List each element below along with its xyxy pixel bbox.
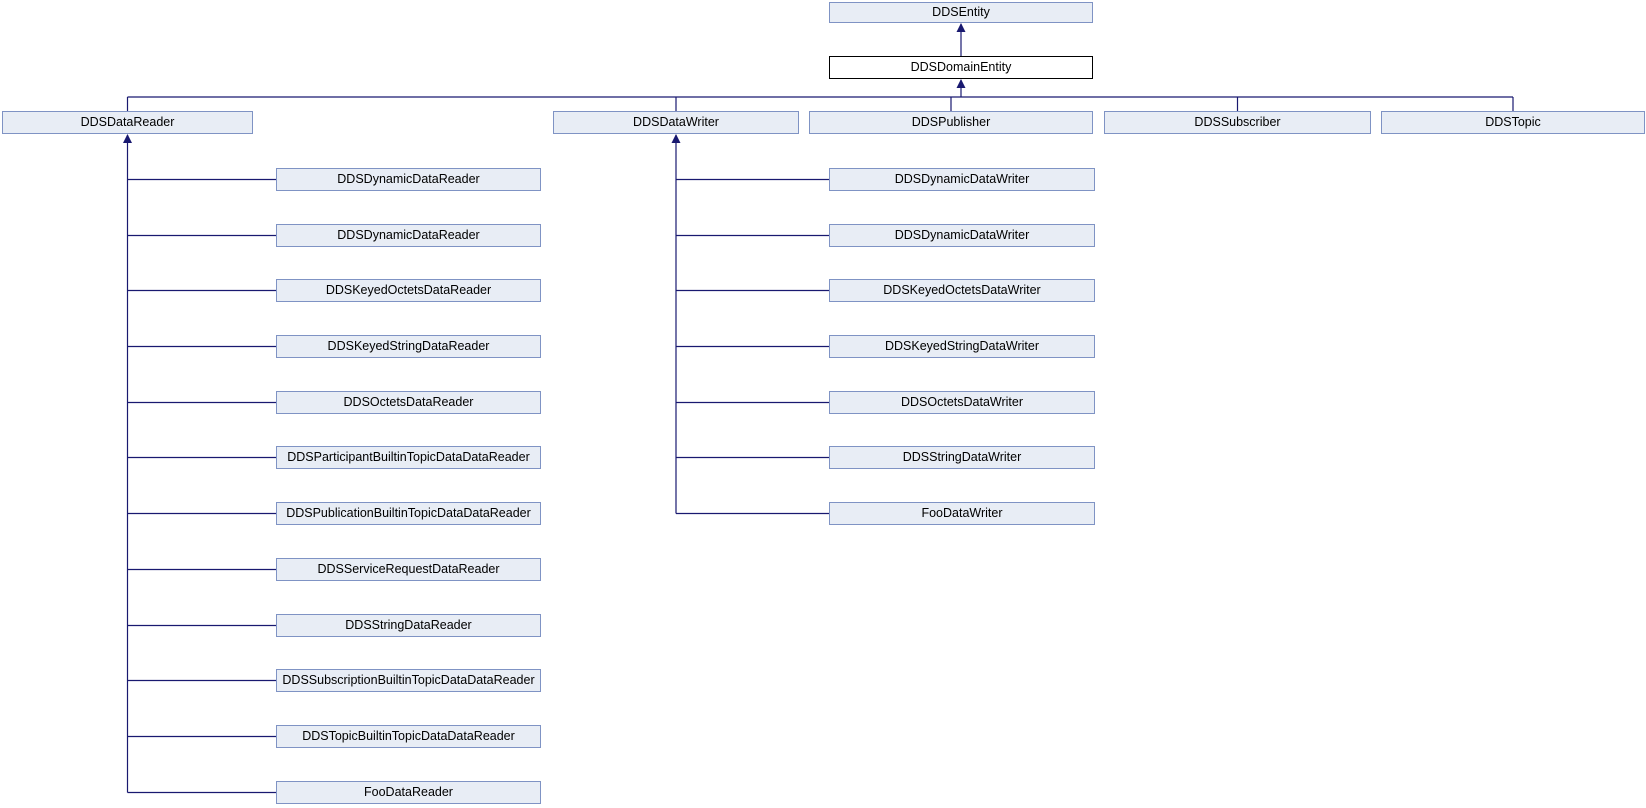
node-reader-child[interactable]: DDSDynamicDataReader <box>276 224 541 247</box>
node-ddspublisher[interactable]: DDSPublisher <box>809 111 1093 134</box>
node-writer-child[interactable]: DDSDynamicDataWriter <box>829 168 1095 191</box>
node-reader-child[interactable]: DDSKeyedStringDataReader <box>276 335 541 358</box>
edge-writer-trunk <box>671 134 829 515</box>
node-reader-child[interactable]: DDSTopicBuiltinTopicDataDataReader <box>276 725 541 748</box>
node-writer-child[interactable]: DDSDynamicDataWriter <box>829 224 1095 247</box>
node-ddsdomainentity: DDSDomainEntity <box>829 56 1093 79</box>
edge-reader-trunk <box>123 134 276 794</box>
node-reader-child[interactable]: DDSDynamicDataReader <box>276 168 541 191</box>
node-writer-child[interactable]: FooDataWriter <box>829 502 1095 525</box>
node-ddsdatareader[interactable]: DDSDataReader <box>2 111 253 134</box>
node-ddsentity[interactable]: DDSEntity <box>829 2 1093 23</box>
node-ddssubscriber[interactable]: DDSSubscriber <box>1104 111 1371 134</box>
node-writer-child[interactable]: DDSKeyedOctetsDataWriter <box>829 279 1095 302</box>
node-writer-child[interactable]: DDSKeyedStringDataWriter <box>829 335 1095 358</box>
node-ddstopic[interactable]: DDSTopic <box>1381 111 1645 134</box>
node-reader-child[interactable]: DDSSubscriptionBuiltinTopicDataDataReade… <box>276 669 541 692</box>
node-ddsdatawriter[interactable]: DDSDataWriter <box>553 111 799 134</box>
node-reader-child[interactable]: DDSOctetsDataReader <box>276 391 541 414</box>
node-reader-child[interactable]: DDSParticipantBuiltinTopicDataDataReader <box>276 446 541 469</box>
node-reader-child[interactable]: DDSServiceRequestDataReader <box>276 558 541 581</box>
node-writer-child[interactable]: DDSStringDataWriter <box>829 446 1095 469</box>
node-reader-child[interactable]: FooDataReader <box>276 781 541 804</box>
edge-level2-rail <box>126 96 1514 111</box>
node-reader-child[interactable]: DDSPublicationBuiltinTopicDataDataReader <box>276 502 541 525</box>
node-reader-child[interactable]: DDSKeyedOctetsDataReader <box>276 279 541 302</box>
node-writer-child[interactable]: DDSOctetsDataWriter <box>829 391 1095 414</box>
node-reader-child[interactable]: DDSStringDataReader <box>276 614 541 637</box>
